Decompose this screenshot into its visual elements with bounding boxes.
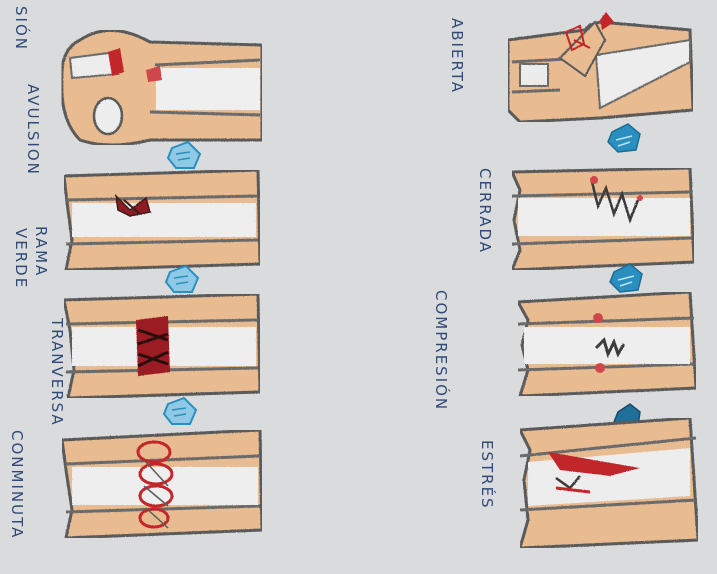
bone-transverse-fracture xyxy=(64,294,260,398)
label-estres: ESTRÉS xyxy=(478,440,497,510)
label-compresion: COMPRESIÓN xyxy=(432,290,451,411)
label-verde: VERDE xyxy=(12,228,30,289)
label-cerrada: CERRADA xyxy=(476,168,494,254)
bone-comminuted-fracture xyxy=(62,430,262,538)
label-rama: RAMA xyxy=(32,226,50,277)
bone-avulsion-fracture xyxy=(62,30,262,145)
bone-stress-fracture xyxy=(520,418,698,548)
bone-greenstick-fracture xyxy=(64,170,260,270)
label-conminuta: CONMINUTA xyxy=(8,430,26,539)
label-abierta: ABIERTA xyxy=(448,18,466,94)
label-avulsion: AVULSION xyxy=(24,84,42,176)
label-transversa: TRANVERSA xyxy=(48,317,66,427)
bone-closed-fracture xyxy=(512,168,694,270)
label-partial-left: SIÓN xyxy=(12,6,31,51)
bone-compression-fracture xyxy=(518,292,696,396)
